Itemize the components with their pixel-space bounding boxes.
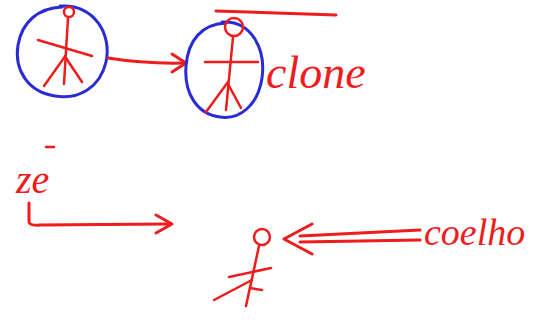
stick-figure — [38, 7, 92, 86]
arrow-head — [156, 215, 172, 233]
arrow-head — [172, 54, 186, 72]
blue-circle — [186, 22, 263, 117]
arrow — [300, 230, 420, 236]
stick-figure — [214, 229, 271, 306]
dash-mark — [46, 146, 54, 149]
arrow — [300, 240, 420, 242]
red-stroke — [216, 11, 336, 15]
handwritten-label: clone — [266, 50, 366, 96]
arrow — [108, 58, 184, 63]
handwritten-label: coelho — [424, 213, 525, 251]
arrow — [29, 203, 168, 225]
blue-circle — [17, 6, 107, 97]
handwritten-label: ze — [16, 160, 49, 200]
stick-figure — [205, 18, 258, 112]
arrow-head — [284, 224, 312, 254]
